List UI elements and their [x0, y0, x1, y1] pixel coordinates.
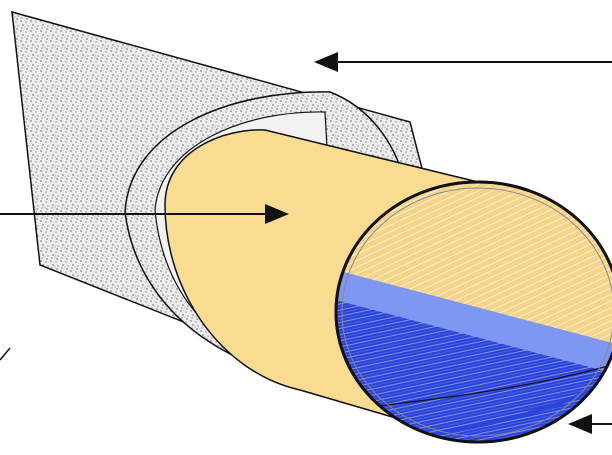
leader-line [0, 348, 10, 360]
cross-section-endcap [336, 182, 612, 442]
